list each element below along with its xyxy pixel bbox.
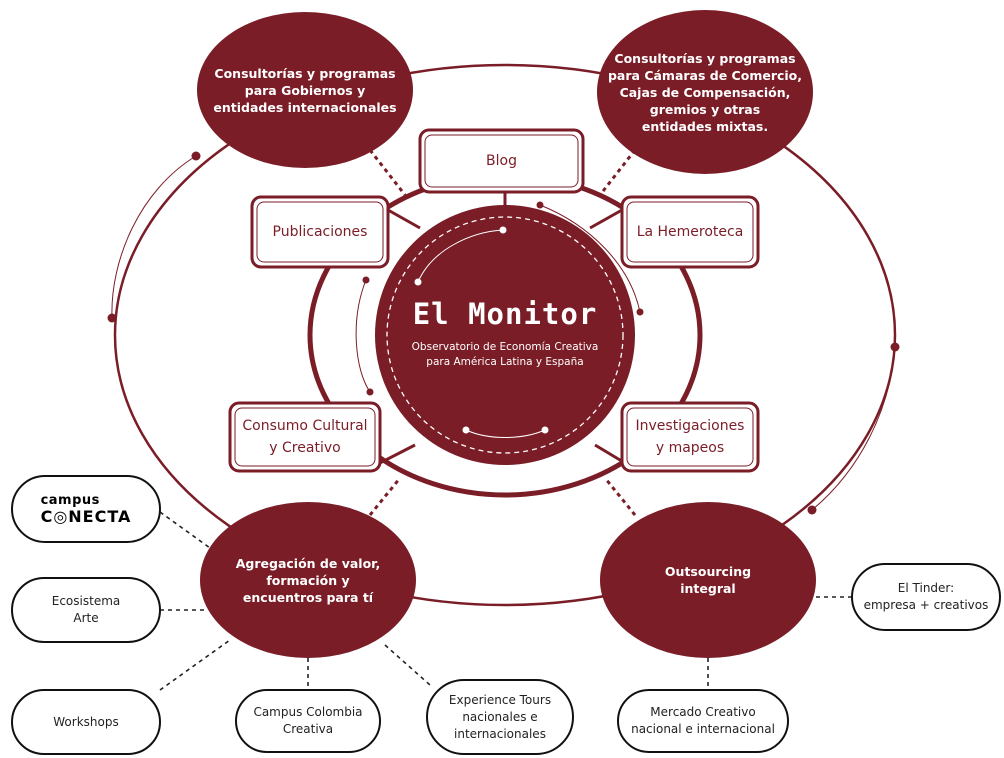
hub-connectors — [368, 149, 637, 516]
outer-flow-dots — [107, 151, 900, 515]
hub-camaras[interactable]: Consultorías y programas para Cámaras de… — [598, 42, 812, 142]
center-white-dots — [414, 226, 549, 434]
pill-mercado-creativo[interactable]: Mercado Creativo nacional e internaciona… — [618, 690, 788, 752]
pill-experience-label: Experience Tours nacionales e internacio… — [448, 692, 552, 741]
pill-campus-colombia[interactable]: Campus Colombia Creativa — [236, 690, 380, 752]
center-circle — [375, 205, 635, 465]
pill-tinder-label: El Tinder: empresa + creativos — [863, 581, 989, 612]
hub-gobiernos[interactable]: Consultorías y programas para Gobiernos … — [200, 40, 410, 140]
inner-box-shapes — [228, 128, 760, 473]
box-blog[interactable]: Blog — [425, 135, 578, 187]
pill-shapes — [11, 475, 1001, 755]
center-white-arcs — [417, 229, 546, 438]
center-subtitle: Observatorio de Economía Creativa para A… — [375, 338, 635, 372]
hub-agregacion[interactable]: Agregación de valor, formación y encuent… — [205, 540, 411, 620]
campus-conecta-logo: campus C◎NECTA — [41, 493, 132, 525]
outer-flow-arrows — [111, 155, 896, 511]
inner-connectors — [379, 193, 626, 465]
box-investigaciones[interactable]: Investigaciones y mapeos — [627, 408, 753, 466]
campus-conecta-line2: C◎NECTA — [40, 507, 132, 526]
box-publicaciones[interactable]: Publicaciones — [257, 202, 383, 262]
pill-workshops-label: Workshops — [53, 714, 119, 729]
pill-ecosistema-label: Ecosistema Arte — [51, 594, 121, 625]
center-dashed-ring — [386, 216, 624, 454]
campus-conecta-line1: campus — [40, 493, 100, 508]
hub-camaras-label: Consultorías y programas para Cámaras de… — [607, 50, 803, 134]
hub-gobiernos-label: Consultorías y programas para Gobiernos … — [213, 65, 397, 115]
pill-workshops[interactable]: Workshops — [12, 690, 160, 754]
box-consumo-cultural[interactable]: Consumo Cultural y Creativo — [235, 408, 375, 466]
pill-mercado-label: Mercado Creativo nacional e internaciona… — [631, 705, 775, 736]
hub-agregacion-label: Agregación de valor, formación y encuent… — [235, 555, 381, 605]
hub-outsourcing[interactable]: Outsourcing integral — [605, 545, 811, 615]
outer-orbit — [113, 63, 897, 607]
hub-outsourcing-label: Outsourcing integral — [664, 564, 752, 596]
pill-campus-colombia-label: Campus Colombia Creativa — [253, 705, 363, 736]
box-publicaciones-label: Publicaciones — [272, 224, 368, 240]
inner-flow-dots — [362, 201, 644, 396]
pill-experience-tours[interactable]: Experience Tours nacionales e internacio… — [427, 680, 573, 754]
hub-shapes — [197, 10, 816, 658]
box-investigaciones-label: Investigaciones y mapeos — [635, 418, 745, 456]
box-hemeroteca-label: La Hemeroteca — [636, 224, 744, 240]
box-blog-label: Blog — [486, 153, 517, 169]
pill-ecosistema-arte[interactable]: Ecosistema Arte — [12, 578, 160, 642]
center-subtitle-text: Observatorio de Economía Creativa para A… — [411, 341, 599, 368]
pill-campus-conecta[interactable]: campus C◎NECTA — [12, 476, 160, 542]
inner-flow-arrows — [355, 204, 641, 393]
box-hemeroteca[interactable]: La Hemeroteca — [627, 202, 753, 262]
pill-connectors — [159, 511, 852, 691]
center-title-text: El Monitor — [412, 297, 598, 331]
center-title: El Monitor — [375, 292, 635, 336]
box-consumo-label: Consumo Cultural y Creativo — [242, 418, 368, 456]
pill-el-tinder[interactable]: El Tinder: empresa + creativos — [852, 564, 1000, 630]
